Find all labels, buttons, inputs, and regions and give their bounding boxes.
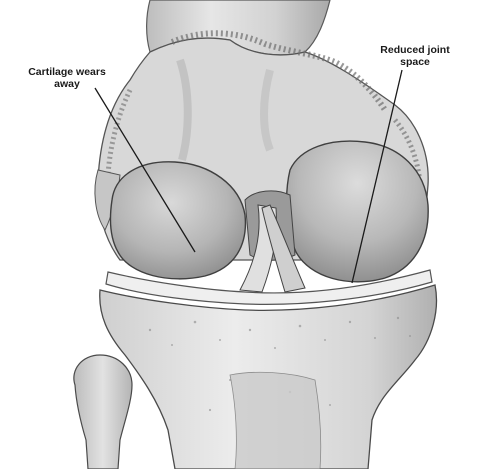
label-cartilage-wears-away: Cartilage wears away — [6, 66, 128, 90]
tibial-tuberosity — [230, 372, 321, 469]
label-line: away — [6, 78, 128, 90]
label-line: space — [360, 56, 470, 68]
label-reduced-joint-space: Reduced joint space — [360, 44, 470, 68]
label-line: Reduced joint — [360, 44, 470, 56]
label-line: Cartilage wears — [6, 66, 128, 78]
